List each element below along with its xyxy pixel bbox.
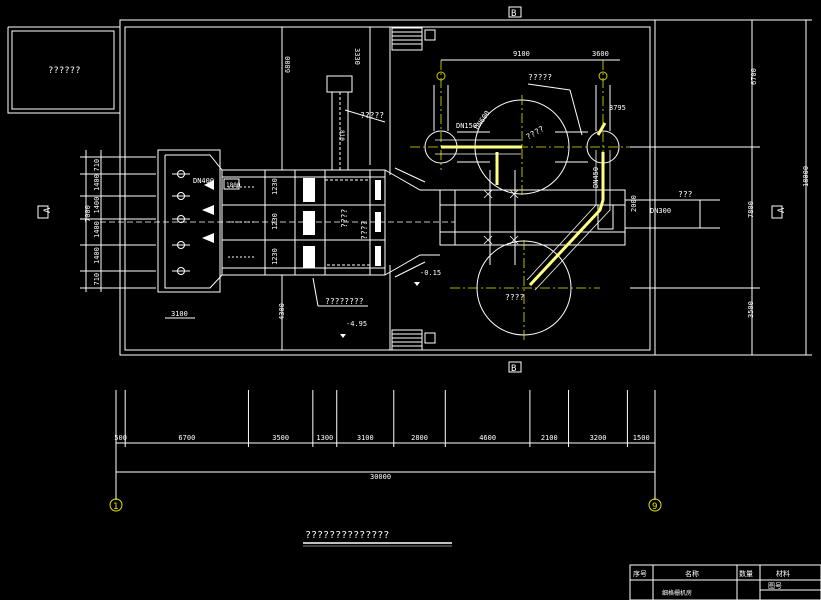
bottom-dim-segment: 1300 bbox=[316, 434, 333, 442]
risers bbox=[433, 85, 611, 131]
bottom-dim-segment: 6700 bbox=[178, 434, 195, 442]
dim-810: 810 bbox=[338, 130, 345, 141]
level-1-marker bbox=[340, 334, 346, 338]
pipes bbox=[441, 122, 607, 287]
title-block-col-1: 序号 bbox=[633, 569, 647, 578]
dim-3330: 3330 bbox=[353, 48, 361, 65]
tag-bottom-leader bbox=[312, 277, 319, 307]
room-label: ?????? bbox=[48, 66, 81, 76]
bottom-dim-segment: 500 bbox=[114, 434, 127, 442]
bottom-dim-segment: 2100 bbox=[541, 434, 558, 442]
left-dim-total: 7000 bbox=[84, 205, 92, 222]
distribution-channel bbox=[439, 170, 720, 265]
valves bbox=[483, 189, 519, 245]
dim-6700-right: 6700 bbox=[750, 68, 758, 85]
bottom-dim-segment: 2800 bbox=[411, 434, 428, 442]
title-block-col-3: 数量 bbox=[739, 569, 753, 578]
dim-1230-a: 1230 bbox=[271, 178, 279, 195]
pipe-outlines bbox=[435, 139, 611, 291]
bottom-dim-segment: 3200 bbox=[590, 434, 607, 442]
tag-top-mid-leader bbox=[527, 83, 571, 91]
left-dimension-chain bbox=[80, 150, 156, 292]
pipe-dn300-label: DN300 bbox=[650, 207, 671, 215]
riser-markers bbox=[436, 71, 608, 81]
left-dim-segment: 710 bbox=[93, 273, 101, 286]
left-dim-segment: 1400 bbox=[93, 197, 101, 214]
axis-bubble-end bbox=[648, 498, 662, 512]
tag-upper: ????? bbox=[360, 111, 384, 120]
section-marks bbox=[37, 6, 783, 373]
level-1: -4.95 bbox=[346, 320, 367, 328]
axis-label-end: 9 bbox=[652, 502, 657, 512]
dim-6800: 6800 bbox=[284, 56, 292, 73]
left-dim-segment: 1400 bbox=[93, 174, 101, 191]
stair-bottom-right bbox=[424, 332, 436, 344]
bottom-dim-segment: 3500 bbox=[272, 434, 289, 442]
title-block-drawing-name: 细格栅机房 bbox=[662, 589, 692, 597]
title-block-col-4: 材料 bbox=[776, 569, 790, 578]
bottom-dim-segment: 3100 bbox=[357, 434, 374, 442]
left-dim-labels: 710 1400 1400 1400 1400 710 bbox=[93, 159, 101, 286]
section-mark-top: B bbox=[511, 9, 516, 19]
dim-7800-right: 7800 bbox=[747, 201, 755, 218]
bottom-dim-segment: 4600 bbox=[479, 434, 496, 442]
stair-top-right bbox=[424, 29, 436, 41]
title-block-drawing-no: 图号 bbox=[768, 582, 782, 590]
axis-label-start: 1 bbox=[113, 502, 118, 512]
level-2-marker bbox=[414, 282, 420, 286]
stair-bottom bbox=[391, 329, 423, 351]
screen-label-1: ???? bbox=[340, 209, 349, 228]
dim-1230-b: 1230 bbox=[271, 213, 279, 230]
building-outline bbox=[7, 19, 760, 356]
bottom-dim-segment: 1500 bbox=[633, 434, 650, 442]
dim-3500-right: 3500 bbox=[747, 301, 755, 318]
section-mark-right: A bbox=[777, 207, 787, 213]
tag-upper-leader bbox=[344, 109, 386, 123]
left-dim-segment: 710 bbox=[93, 159, 101, 172]
level-2: -0.15 bbox=[420, 269, 441, 277]
bottom-dim-ticks bbox=[115, 390, 656, 447]
stair-top bbox=[391, 27, 423, 51]
tank-lower-label: ???? bbox=[505, 293, 524, 302]
dim-3600: 3600 bbox=[592, 50, 609, 58]
title-block-col-2: 名称 bbox=[685, 569, 699, 578]
pipe-dn400-label: DN400 bbox=[193, 177, 214, 185]
vertical-pipe-left bbox=[326, 75, 353, 170]
dim-2000: 2000 bbox=[630, 195, 638, 212]
tank-right-label: DN450 bbox=[592, 167, 600, 188]
right-dimension-chain bbox=[630, 19, 812, 356]
drawing-title: ?????????????? bbox=[305, 530, 389, 541]
section-mark-bottom: B bbox=[511, 364, 516, 374]
left-dim-segment: 1400 bbox=[93, 221, 101, 238]
left-dim-segment: 1400 bbox=[93, 247, 101, 264]
tag-bottom: ???????? bbox=[325, 297, 364, 306]
dim-3100-left: 3100 bbox=[171, 310, 188, 318]
inlet-pipes bbox=[172, 170, 190, 275]
tag-top-mid: ????? bbox=[528, 73, 552, 82]
dim-9100: 9100 bbox=[513, 50, 530, 58]
bottom-dim-total: 30000 bbox=[370, 473, 391, 481]
axis-bubble-start bbox=[109, 498, 123, 512]
screen-label-2: ???? bbox=[360, 221, 369, 240]
section-mark-left: A bbox=[43, 207, 53, 213]
screen-bars bbox=[303, 178, 381, 268]
dim-1800-box bbox=[223, 178, 240, 190]
pipe-dn150-label: DN150 bbox=[456, 122, 477, 130]
dim-18000: 18000 bbox=[802, 166, 810, 187]
inlet-arrows bbox=[202, 180, 214, 243]
bottom-dim-labels: 500 6700 3500 1300 3100 2800 4600 2100 3200 1500 bbox=[114, 434, 649, 442]
inlet-channel bbox=[157, 149, 440, 293]
tag-top-mid-leader-2 bbox=[569, 89, 583, 136]
dim-1230-c: 1230 bbox=[271, 248, 279, 265]
tag-right: ??? bbox=[678, 190, 693, 199]
title-block bbox=[629, 564, 821, 600]
dim-4300: 4300 bbox=[278, 303, 286, 320]
dim-3795: 3795 bbox=[609, 104, 626, 112]
dim-1800: 1800 bbox=[226, 182, 241, 189]
